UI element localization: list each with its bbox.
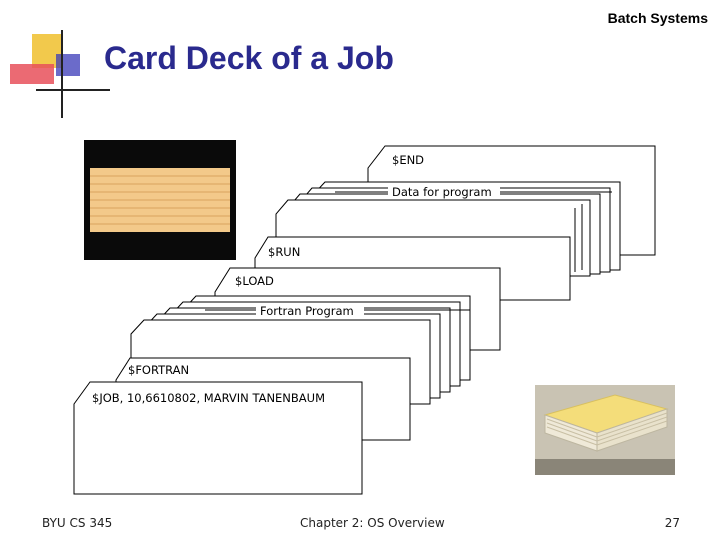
section-title: Batch Systems xyxy=(607,10,708,26)
card-label-fortran-program: Fortran Program xyxy=(260,304,354,318)
footer-page-number: 27 xyxy=(664,516,680,530)
card-label-load: $LOAD xyxy=(235,274,274,288)
slide-logo-icon xyxy=(10,30,110,118)
footer-course: BYU CS 345 xyxy=(42,516,113,530)
card-label-job: $JOB, 10,6610802, MARVIN TANENBAUM xyxy=(92,391,325,405)
card-label-run: $RUN xyxy=(268,245,300,259)
punch-card-photo xyxy=(84,140,236,260)
card-label-fortran: $FORTRAN xyxy=(128,363,189,377)
card-stack-photo xyxy=(535,385,675,475)
slide-title: Card Deck of a Job xyxy=(104,40,394,76)
card-label-end: $END xyxy=(392,153,424,167)
card-label-data: Data for program xyxy=(392,185,492,199)
footer-chapter: Chapter 2: OS Overview xyxy=(300,516,445,530)
card-job: $JOB, 10,6610802, MARVIN TANENBAUM xyxy=(73,381,363,495)
